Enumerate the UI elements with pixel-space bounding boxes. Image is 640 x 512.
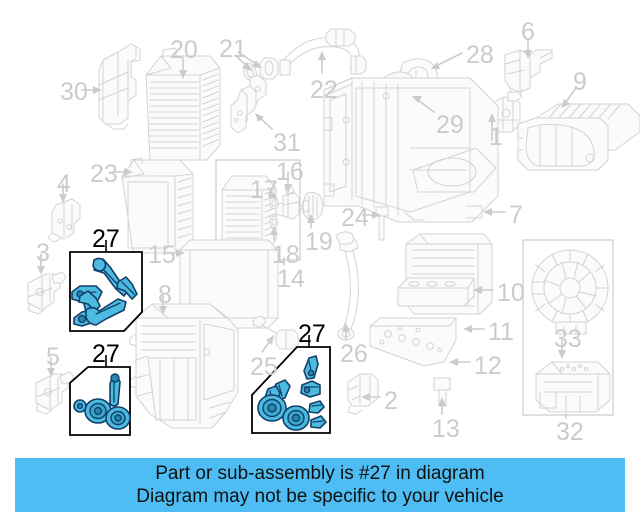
part-3-actuator xyxy=(27,271,67,315)
callout-13: 13 xyxy=(432,415,460,443)
callout-31: 31 xyxy=(273,129,301,157)
notice-banner-line-2: Diagram may not be specific to your vehi… xyxy=(136,486,504,507)
part-4-bracket xyxy=(47,198,81,243)
part-20-heat-exchanger xyxy=(145,47,221,161)
part-24-bolt xyxy=(375,206,389,241)
group-box-32 xyxy=(522,239,614,416)
callout-7: 7 xyxy=(509,201,523,229)
part-7-hvac-case xyxy=(323,77,499,223)
callout-23: 23 xyxy=(90,160,118,188)
callout-28: 28 xyxy=(466,41,494,69)
part-31-bracket xyxy=(230,74,267,134)
highlight-box-27-a[interactable] xyxy=(69,240,143,332)
callout-16: 16 xyxy=(276,158,304,186)
callout-5: 5 xyxy=(46,343,60,371)
part-19-grommet xyxy=(301,191,324,221)
callout-27-b: 27 xyxy=(92,340,120,368)
callout-27-c: 27 xyxy=(298,320,326,348)
notice-banner: Part or sub-assembly is #27 in diagram D… xyxy=(15,458,625,512)
part-11-seal-strip xyxy=(397,277,475,307)
callout-26: 26 xyxy=(340,340,368,368)
part-33-blower-motor xyxy=(531,249,609,335)
notice-banner-line-1: Part or sub-assembly is #27 in diagram xyxy=(155,463,485,484)
callout-leaders xyxy=(37,39,577,419)
part-23-heater-core xyxy=(121,157,194,254)
callout-8: 8 xyxy=(158,281,172,309)
highlight-box-27-c[interactable] xyxy=(251,335,331,434)
part-9-blower-housing xyxy=(517,103,640,171)
callout-3: 3 xyxy=(36,239,50,267)
part-2-resistor xyxy=(347,373,379,415)
callout-15: 15 xyxy=(148,241,176,269)
part-22-hose-assembly xyxy=(279,28,367,76)
part-12-gasket xyxy=(369,317,457,367)
callout-24: 24 xyxy=(341,204,369,232)
callout-2: 2 xyxy=(384,387,398,415)
callout-11: 11 xyxy=(488,318,514,346)
part-8-heater-box xyxy=(129,303,239,429)
callout-27-a: 27 xyxy=(92,225,120,253)
callout-19: 19 xyxy=(305,228,333,256)
callout-18: 18 xyxy=(272,241,300,269)
highlight-box-27-b[interactable] xyxy=(69,355,131,436)
part-25-sensor xyxy=(252,315,299,350)
callout-6: 6 xyxy=(521,18,535,46)
callout-29: 29 xyxy=(436,111,464,139)
callout-1: 1 xyxy=(489,123,503,151)
callout-25: 25 xyxy=(250,353,278,381)
part-33-module xyxy=(535,361,611,413)
callout-17: 17 xyxy=(250,176,278,204)
callout-32: 32 xyxy=(556,418,584,446)
callout-22: 22 xyxy=(310,76,338,104)
callout-21: 21 xyxy=(219,35,247,63)
callout-4: 4 xyxy=(57,170,71,198)
callout-33: 33 xyxy=(554,325,582,353)
part-1-servo-motor xyxy=(492,91,523,133)
part-6-actuator-lever xyxy=(504,49,553,97)
callout-12: 12 xyxy=(474,352,502,380)
part-30-bracket xyxy=(98,43,141,130)
part-26-pipe xyxy=(335,231,359,341)
callout-14: 14 xyxy=(277,265,305,293)
part-16-expansion-valve xyxy=(282,185,300,220)
callout-10: 10 xyxy=(497,279,525,307)
callout-30: 30 xyxy=(60,78,88,106)
callout-9: 9 xyxy=(573,68,587,96)
callout-20: 20 xyxy=(170,36,198,64)
part-5-actuator xyxy=(35,371,75,415)
